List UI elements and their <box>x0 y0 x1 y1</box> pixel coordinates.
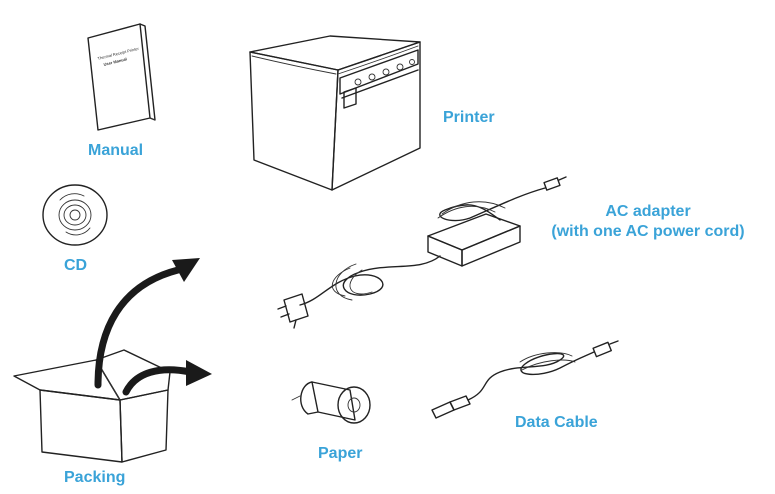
ac-adapter-label: AC adapter (with one AC power cord) <box>537 202 759 242</box>
data-cable-label: Data Cable <box>515 414 598 431</box>
cd-disc-icon <box>42 184 108 246</box>
cd-label: CD <box>64 257 88 274</box>
paper-roll-icon <box>291 381 371 424</box>
manual-booklet-icon: Thermal Receipt Printer User Manual <box>87 23 156 131</box>
ac-adapter-label-line2: (with one AC power cord) <box>551 223 745 240</box>
paper-label: Paper <box>318 445 363 462</box>
manual-label: Manual <box>88 142 144 159</box>
data-cable-icon <box>431 340 619 419</box>
packing-box-icon <box>13 349 171 463</box>
manual-cover-subtitle: User Manual <box>103 56 127 67</box>
packing-label: Packing <box>64 469 126 486</box>
unpack-arrow-right-icon <box>122 360 212 396</box>
ac-adapter-label-line1: AC adapter <box>605 203 691 220</box>
printer-icon <box>249 35 421 191</box>
ac-adapter-icon <box>277 176 567 329</box>
unpack-arrow-up-icon <box>94 258 200 389</box>
printer-label: Printer <box>443 109 495 126</box>
